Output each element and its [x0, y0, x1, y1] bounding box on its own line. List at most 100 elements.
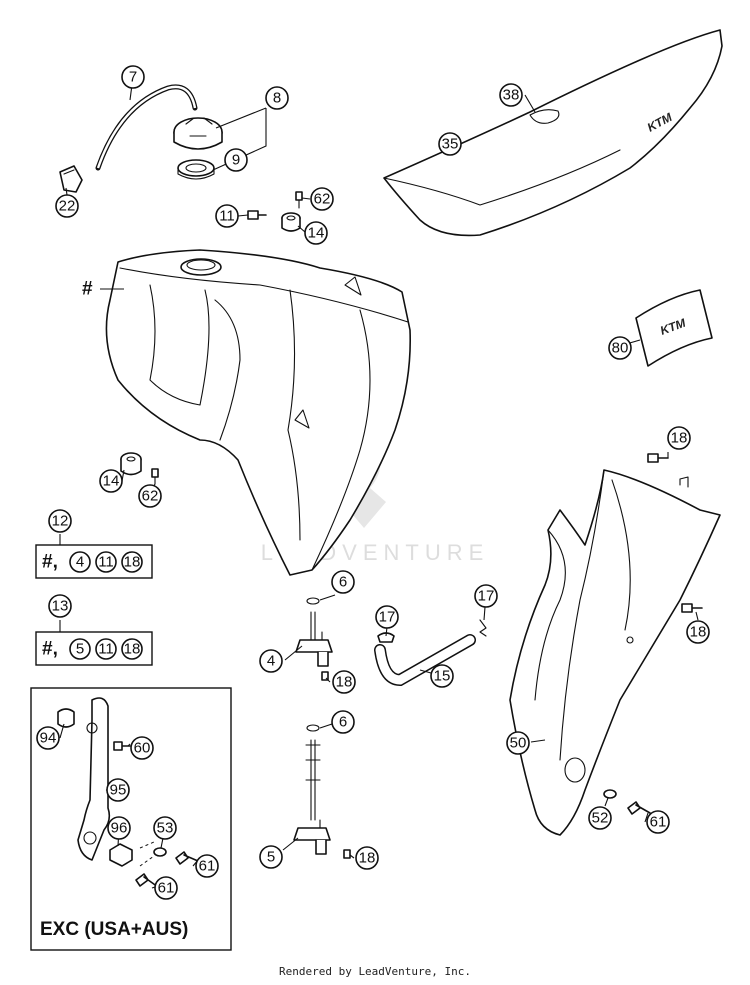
svg-text:35: 35 — [442, 136, 459, 153]
callout-35: 35 — [438, 132, 462, 156]
svg-text:6: 6 — [339, 574, 347, 591]
svg-text:18: 18 — [336, 674, 353, 691]
callout-18-tap4: 18 — [332, 670, 356, 694]
spacer-14-top — [281, 212, 301, 232]
svg-text:13: 13 — [52, 598, 69, 615]
svg-text:62: 62 — [314, 191, 331, 208]
callout-5: 5 — [259, 845, 283, 869]
svg-text:6: 6 — [339, 714, 347, 731]
svg-text:62: 62 — [142, 488, 159, 505]
svg-text:18: 18 — [359, 850, 376, 867]
kit-12-item-4: 4 — [69, 551, 91, 573]
washer-53 — [153, 847, 167, 857]
callout-13: 13 — [48, 594, 72, 618]
callout-14-top: 14 — [304, 221, 328, 245]
svg-text:14: 14 — [103, 473, 120, 490]
callout-18-tap5: 18 — [355, 846, 379, 870]
callout-18-right: 18 — [686, 620, 710, 644]
kit-13-item-11: 11 — [95, 638, 117, 660]
kit-13-item-18: 18 — [121, 638, 143, 660]
fuel-tap-5 — [293, 724, 351, 859]
callout-60: 60 — [130, 736, 154, 760]
hose-clamp-17a — [377, 632, 395, 643]
svg-text:18: 18 — [671, 430, 688, 447]
screw-18a — [647, 453, 669, 463]
nut-96 — [109, 843, 133, 867]
svg-text:8: 8 — [273, 90, 281, 107]
screw-61a — [175, 851, 199, 865]
svg-text:5: 5 — [267, 849, 275, 866]
inset-label: EXC (USA+AUS) — [40, 919, 188, 940]
callout-8: 8 — [265, 86, 289, 110]
kit-12-item-11: 11 — [95, 551, 117, 573]
screw-62-top — [295, 191, 303, 209]
svg-text:11: 11 — [98, 554, 114, 571]
svg-text:4: 4 — [76, 554, 84, 571]
callout-22: 22 — [55, 194, 79, 218]
footer-credit: Rendered by LeadVenture, Inc. — [279, 965, 471, 978]
svg-text:80: 80 — [612, 340, 629, 357]
callout-17-left: 17 — [375, 605, 399, 629]
svg-text:50: 50 — [510, 735, 527, 752]
callout-7: 7 — [121, 65, 145, 89]
callout-96: 96 — [107, 816, 131, 840]
svg-text:60: 60 — [134, 740, 151, 757]
hose-clamp-17b — [479, 619, 487, 637]
kit-12-item-18: 18 — [121, 551, 143, 573]
callout-4: 4 — [259, 649, 283, 673]
svg-text:9: 9 — [232, 152, 240, 169]
svg-text:4: 4 — [267, 653, 275, 670]
svg-text:95: 95 — [110, 782, 127, 799]
svg-text:17: 17 — [379, 609, 396, 626]
callout-80: 80 — [608, 336, 632, 360]
callout-11-top: 11 — [215, 204, 239, 228]
callout-62-lower: 62 — [138, 484, 162, 508]
callout-14-lower: 14 — [99, 469, 123, 493]
callout-6-upper: 6 — [331, 570, 355, 594]
svg-text:96: 96 — [111, 820, 128, 837]
svg-text:94: 94 — [40, 730, 57, 747]
svg-text:5: 5 — [76, 641, 84, 658]
fuel-tap-4 — [295, 597, 333, 681]
callout-9: 9 — [224, 148, 248, 172]
screw-18c — [681, 603, 703, 613]
svg-text:17: 17 — [478, 588, 495, 605]
callout-94: 94 — [36, 726, 60, 750]
svg-text:61: 61 — [650, 814, 667, 831]
rubber-94 — [57, 708, 75, 728]
spacer-14-lower — [120, 452, 142, 476]
svg-text:11: 11 — [98, 641, 114, 658]
fuel-cap — [173, 117, 223, 150]
fuel-hose — [374, 634, 476, 687]
svg-text:15: 15 — [434, 668, 451, 685]
kit-12-hash: #, — [42, 552, 58, 573]
callout-95: 95 — [106, 778, 130, 802]
svg-text:52: 52 — [592, 810, 609, 827]
callout-53: 53 — [153, 816, 177, 840]
svg-text:11: 11 — [219, 208, 235, 225]
svg-text:18: 18 — [690, 624, 707, 641]
callout-61-right: 61 — [646, 810, 670, 834]
screw-61c — [627, 801, 651, 815]
callout-61-inset-right: 61 — [195, 854, 219, 878]
callout-12: 12 — [48, 509, 72, 533]
callout-38: 38 — [499, 83, 523, 107]
callout-15: 15 — [430, 664, 454, 688]
svg-text:7: 7 — [129, 69, 137, 86]
seat: KTM — [383, 29, 723, 237]
side-cover — [509, 469, 721, 836]
ktm-decal: KTM — [635, 289, 713, 367]
svg-text:53: 53 — [157, 820, 174, 837]
callout-52: 52 — [588, 806, 612, 830]
kit-13-item-5: 5 — [69, 638, 91, 660]
callout-18-top: 18 — [667, 426, 691, 450]
callout-50: 50 — [506, 731, 530, 755]
svg-text:38: 38 — [503, 87, 520, 104]
bracket-95 — [77, 697, 111, 861]
cap-gasket — [177, 159, 215, 180]
screw-11-top — [247, 210, 267, 220]
svg-text:18: 18 — [124, 554, 141, 571]
svg-text:61: 61 — [158, 880, 175, 897]
callout-61-inset-lower: 61 — [154, 876, 178, 900]
